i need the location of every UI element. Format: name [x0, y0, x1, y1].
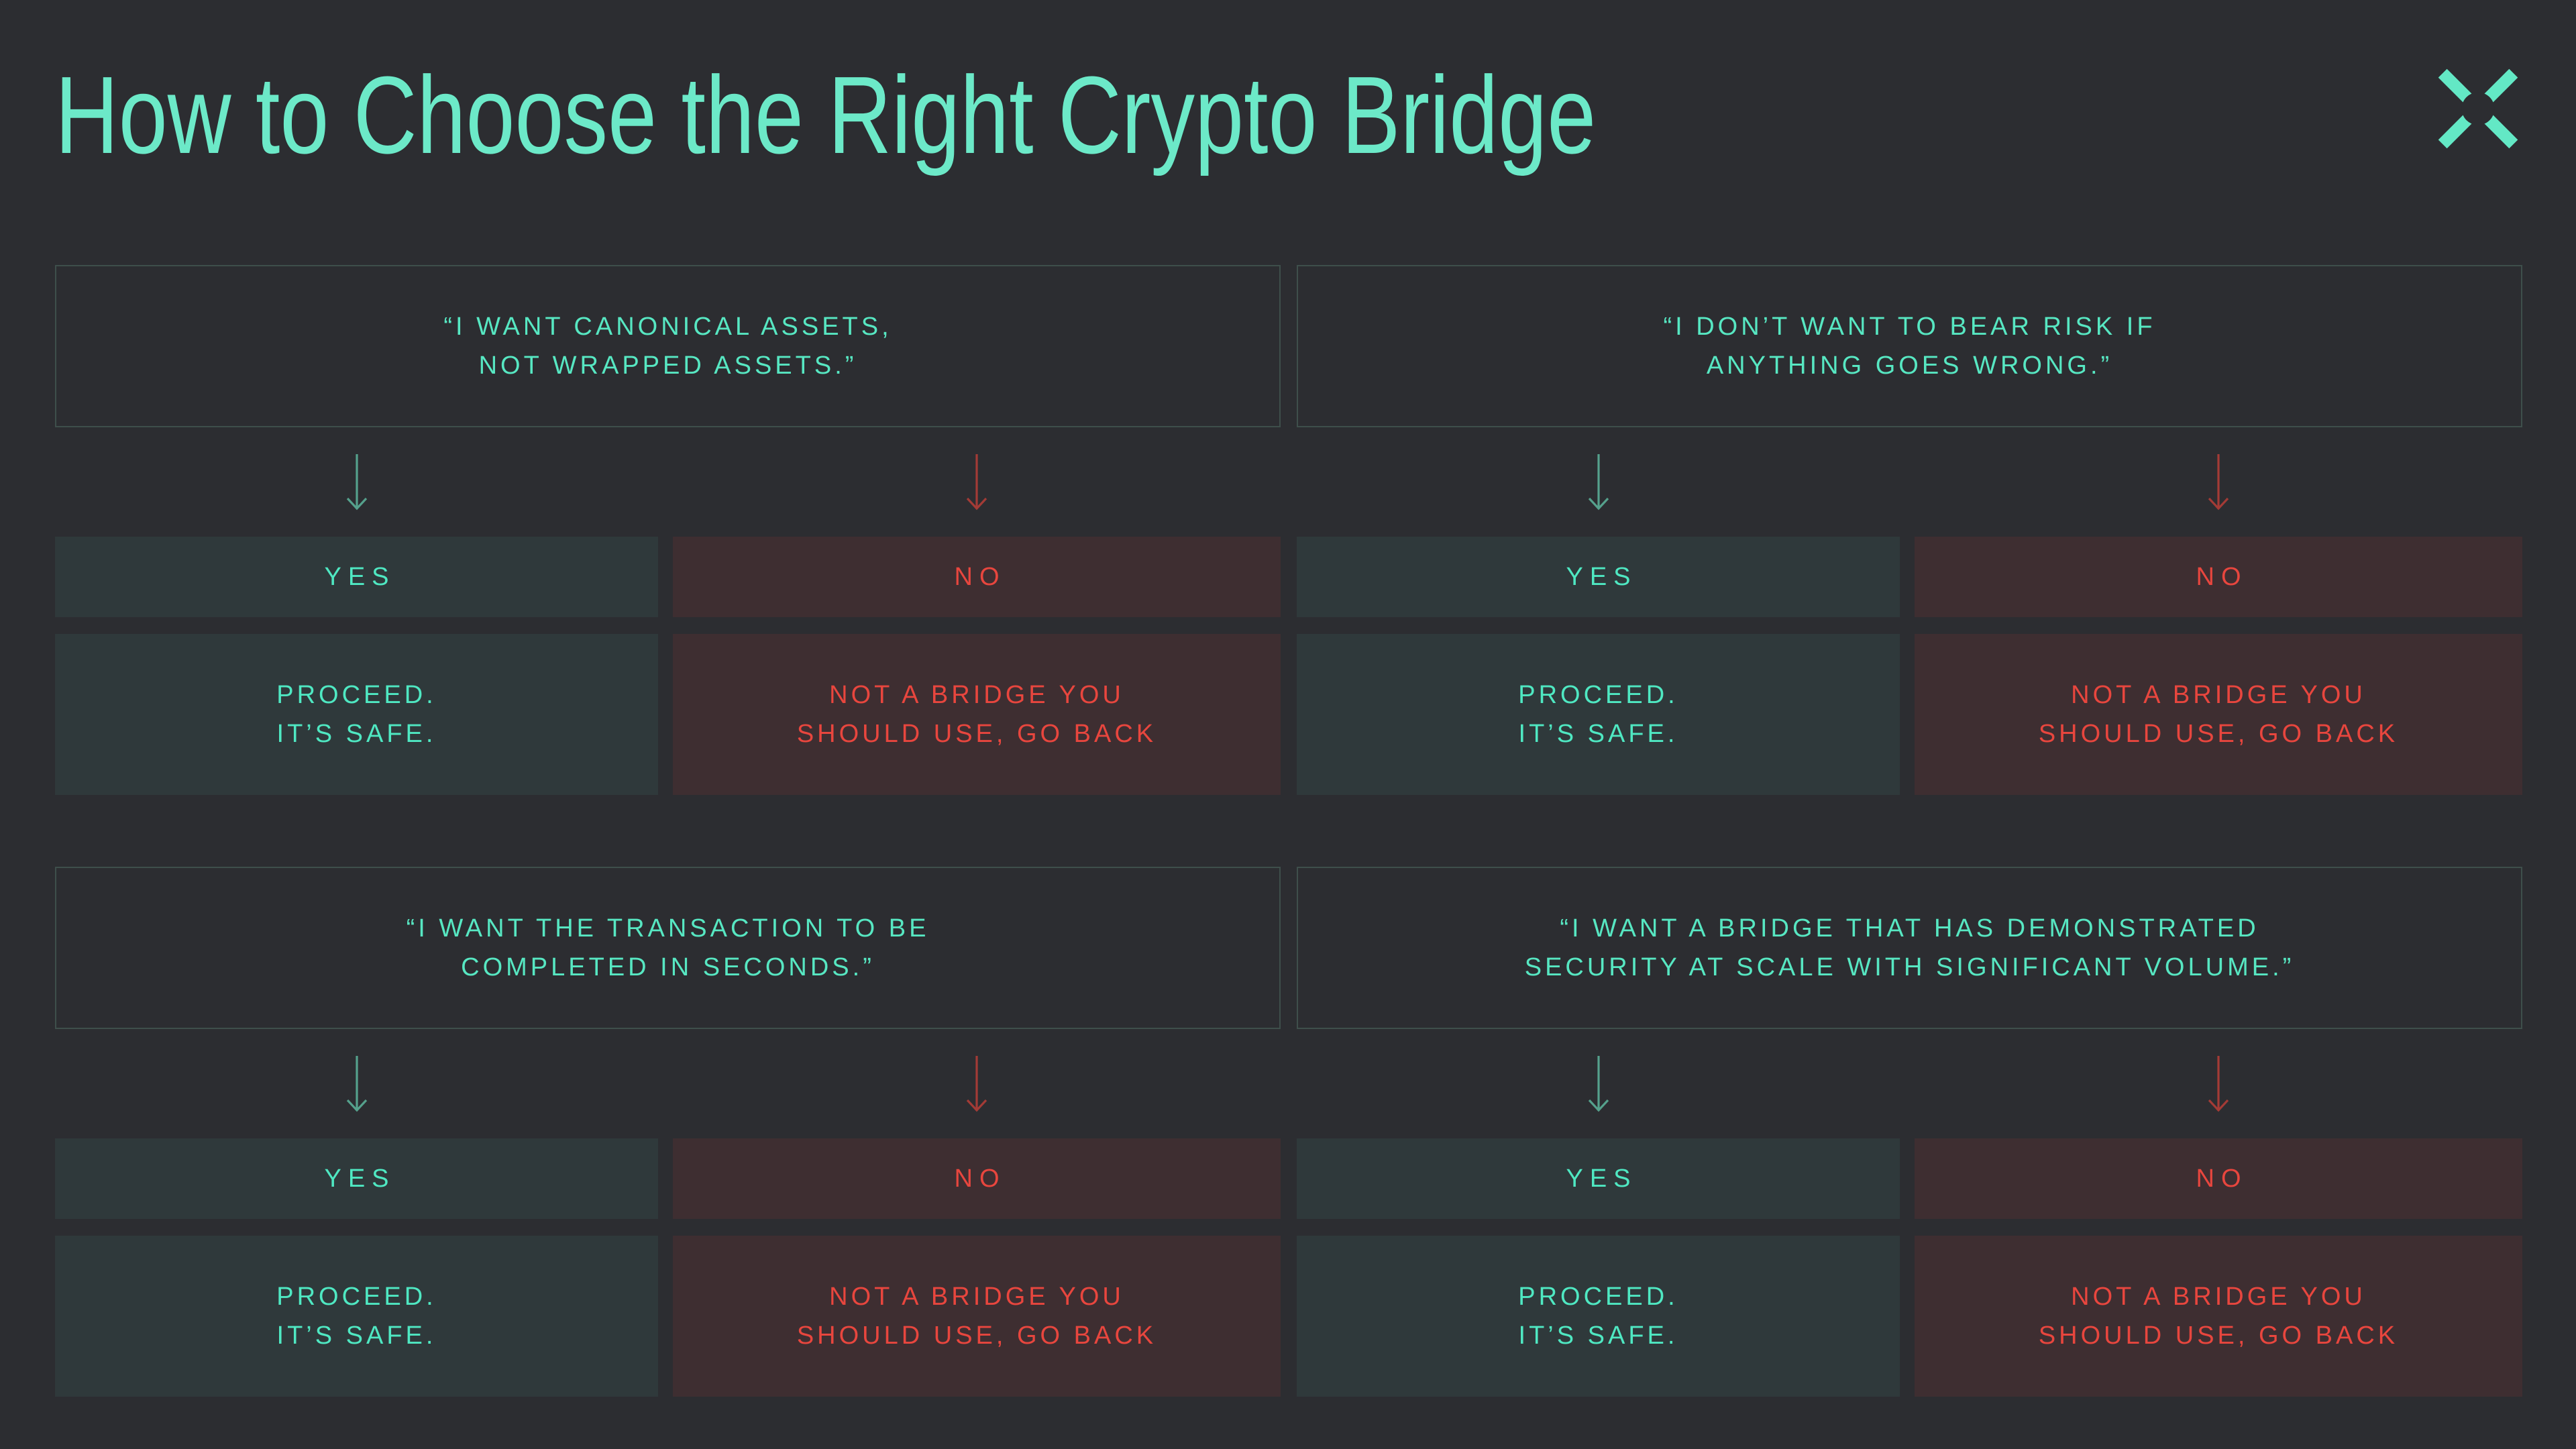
question-card: “I DON’T WANT TO BEAR RISK IF ANYTHING G…: [1297, 265, 2522, 427]
question-line-1: “I WANT A BRIDGE THAT HAS DEMONSTRATED: [1560, 914, 2259, 943]
reject-card: NOT A BRIDGE YOU SHOULD USE, GO BACK: [1915, 634, 2522, 795]
no-down-arrow-icon: [2208, 453, 2229, 510]
decision-panel-fast-transaction: “I WANT THE TRANSACTION TO BE COMPLETED …: [55, 867, 1281, 1397]
outcome-row: PROCEED. IT’S SAFE. NOT A BRIDGE YOU SHO…: [1297, 634, 2522, 795]
yes-down-arrow-icon: [346, 453, 367, 510]
proceed-line-2: IT’S SAFE.: [276, 1322, 437, 1350]
question-card: “I WANT A BRIDGE THAT HAS DEMONSTRATED S…: [1297, 867, 2522, 1029]
yes-badge: YES: [55, 1138, 658, 1219]
header: How to Choose the Right Crypto Bridge: [55, 0, 2521, 265]
no-badge: NO: [673, 537, 1281, 617]
no-badge: NO: [1915, 1138, 2522, 1219]
no-down-arrow-icon: [966, 1055, 987, 1112]
question-line-2: SECURITY AT SCALE WITH SIGNIFICANT VOLUM…: [1524, 953, 2295, 981]
arrow-row: [1297, 427, 2522, 537]
question-line-2: COMPLETED IN SECONDS.”: [461, 953, 875, 981]
arrow-cell: [55, 427, 658, 537]
question-card: “I WANT THE TRANSACTION TO BE COMPLETED …: [55, 867, 1281, 1029]
proceed-line-1: PROCEED.: [276, 1283, 437, 1311]
reject-line-2: SHOULD USE, GO BACK: [2038, 720, 2399, 748]
proceed-line-2: IT’S SAFE.: [1518, 720, 1678, 748]
reject-card: NOT A BRIDGE YOU SHOULD USE, GO BACK: [673, 634, 1281, 795]
yes-down-arrow-icon: [1588, 1055, 1609, 1112]
no-badge: NO: [673, 1138, 1281, 1219]
decision-panel-canonical-assets: “I WANT CANONICAL ASSETS, NOT WRAPPED AS…: [55, 265, 1281, 795]
reject-line-1: NOT A BRIDGE YOU: [829, 1283, 1124, 1311]
arrow-cell: [1915, 1029, 2522, 1138]
proceed-line-2: IT’S SAFE.: [276, 720, 437, 748]
reject-line-1: NOT A BRIDGE YOU: [829, 681, 1124, 709]
reject-line-2: SHOULD USE, GO BACK: [796, 1322, 1157, 1350]
question-line-1: “I WANT CANONICAL ASSETS,: [443, 313, 892, 341]
yes-badge: YES: [1297, 537, 1900, 617]
answer-row: YES NO: [55, 537, 1281, 617]
arrow-cell: [1297, 427, 1900, 537]
yes-down-arrow-icon: [346, 1055, 367, 1112]
question-line-2: NOT WRAPPED ASSETS.”: [478, 352, 857, 380]
reject-card: NOT A BRIDGE YOU SHOULD USE, GO BACK: [1915, 1236, 2522, 1397]
outcome-row: PROCEED. IT’S SAFE. NOT A BRIDGE YOU SHO…: [55, 1236, 1281, 1397]
proceed-line-1: PROCEED.: [1518, 1283, 1678, 1311]
proceed-line-1: PROCEED.: [1518, 681, 1678, 709]
question-line-1: “I DON’T WANT TO BEAR RISK IF: [1663, 313, 2156, 341]
reject-line-1: NOT A BRIDGE YOU: [2071, 1283, 2366, 1311]
arrow-row: [1297, 1029, 2522, 1138]
x-mark-logo-icon: [2438, 68, 2518, 149]
question-line-1: “I WANT THE TRANSACTION TO BE: [406, 914, 930, 943]
yes-badge: YES: [1297, 1138, 1900, 1219]
arrow-row: [55, 1029, 1281, 1138]
decision-panel-bear-risk: “I DON’T WANT TO BEAR RISK IF ANYTHING G…: [1297, 265, 2522, 795]
answer-row: YES NO: [1297, 1138, 2522, 1219]
yes-badge: YES: [55, 537, 658, 617]
reject-line-2: SHOULD USE, GO BACK: [2038, 1322, 2399, 1350]
arrow-cell: [673, 427, 1281, 537]
no-down-arrow-icon: [966, 453, 987, 510]
arrow-cell: [1297, 1029, 1900, 1138]
proceed-card: PROCEED. IT’S SAFE.: [1297, 634, 1900, 795]
proceed-card: PROCEED. IT’S SAFE.: [1297, 1236, 1900, 1397]
no-down-arrow-icon: [2208, 1055, 2229, 1112]
proceed-line-2: IT’S SAFE.: [1518, 1322, 1678, 1350]
reject-card: NOT A BRIDGE YOU SHOULD USE, GO BACK: [673, 1236, 1281, 1397]
reject-line-2: SHOULD USE, GO BACK: [796, 720, 1157, 748]
proceed-card: PROCEED. IT’S SAFE.: [55, 634, 658, 795]
outcome-row: PROCEED. IT’S SAFE. NOT A BRIDGE YOU SHO…: [1297, 1236, 2522, 1397]
outcome-row: PROCEED. IT’S SAFE. NOT A BRIDGE YOU SHO…: [55, 634, 1281, 795]
arrow-cell: [1915, 427, 2522, 537]
yes-down-arrow-icon: [1588, 453, 1609, 510]
arrow-cell: [55, 1029, 658, 1138]
reject-line-1: NOT A BRIDGE YOU: [2071, 681, 2366, 709]
decision-flow-grid: “I WANT CANONICAL ASSETS, NOT WRAPPED AS…: [55, 265, 2522, 1397]
no-badge: NO: [1915, 537, 2522, 617]
arrow-cell: [673, 1029, 1281, 1138]
page-title: How to Choose the Right Crypto Bridge: [55, 54, 1597, 176]
arrow-row: [55, 427, 1281, 537]
answer-row: YES NO: [1297, 537, 2522, 617]
question-card: “I WANT CANONICAL ASSETS, NOT WRAPPED AS…: [55, 265, 1281, 427]
answer-row: YES NO: [55, 1138, 1281, 1219]
question-line-2: ANYTHING GOES WRONG.”: [1706, 352, 2113, 380]
proceed-line-1: PROCEED.: [276, 681, 437, 709]
proceed-card: PROCEED. IT’S SAFE.: [55, 1236, 658, 1397]
decision-panel-security-at-scale: “I WANT A BRIDGE THAT HAS DEMONSTRATED S…: [1297, 867, 2522, 1397]
